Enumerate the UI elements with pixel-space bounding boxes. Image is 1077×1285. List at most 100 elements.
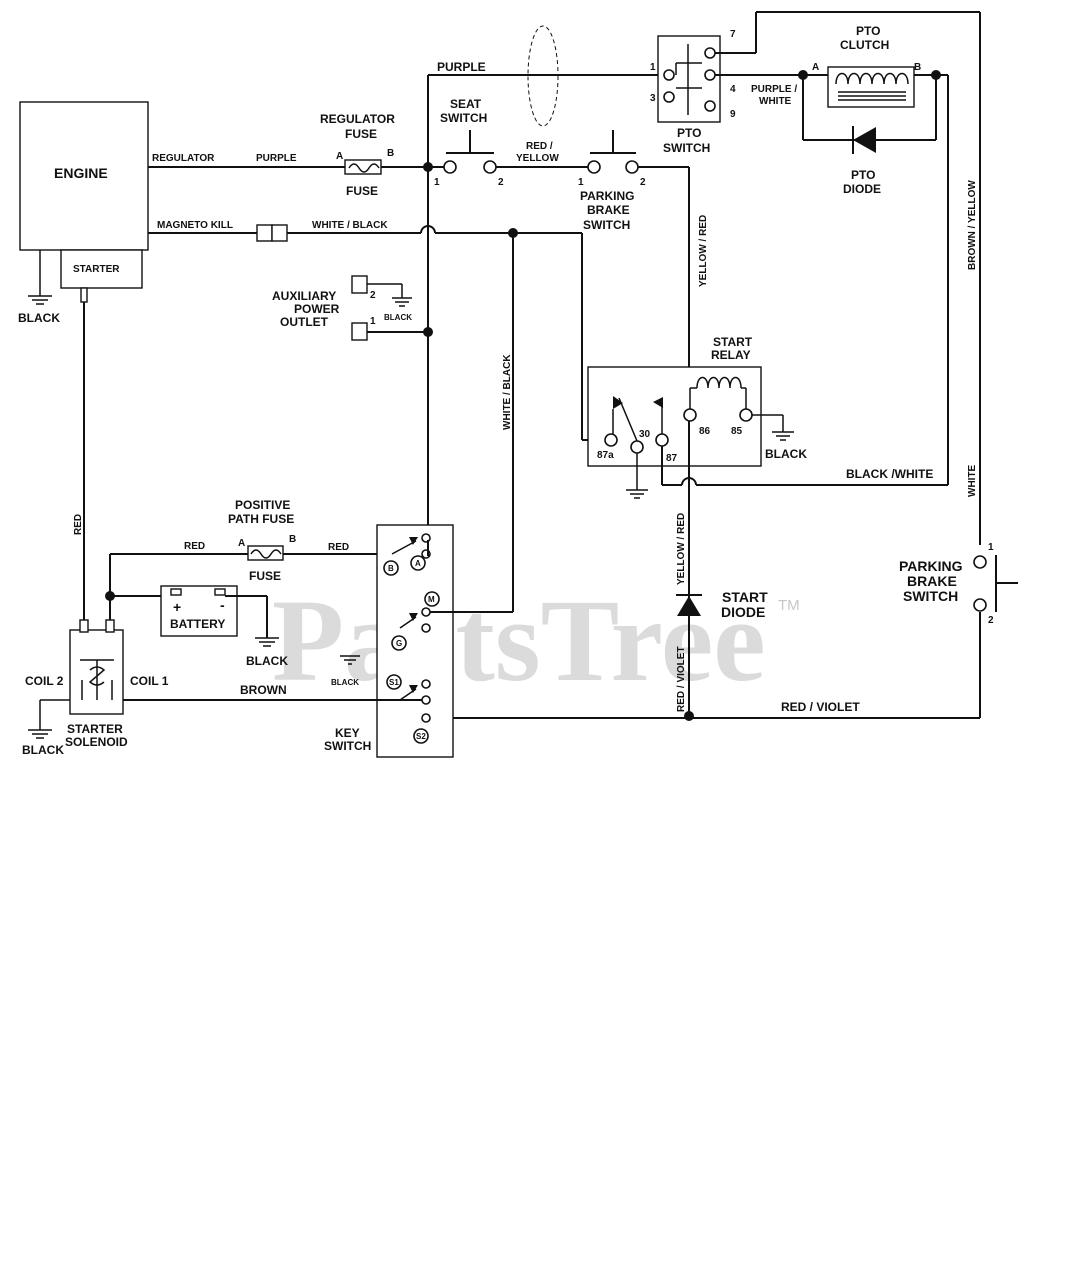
pto-diode-title-1: PTO [851,168,875,182]
key-switch: B A M G BLACK S1 S2 KEY SWITCH [324,524,513,758]
regulator-wire: REGULATOR PURPLE [148,153,345,168]
watermark-text: PartsTree [272,575,766,706]
positive-fuse-title-2: PATH FUSE [228,512,294,526]
magneto-kill-wire: MAGNETO KILL WHITE / BLACK [148,220,605,441]
pto-p4: 4 [730,84,736,95]
aux-ground-label: BLACK [384,313,412,322]
battery-plus: + [173,599,181,615]
parking-brake-top-title-2: BRAKE [587,203,630,217]
positive-fuse-a: A [238,538,245,549]
key-switch-title-1: KEY [335,726,360,740]
watermark: PartsTree TM [272,575,800,706]
regulator-purple-label: PURPLE [256,153,297,164]
magneto-wire-label: WHITE / BLACK [312,220,388,231]
positive-fuse-red-left: RED [184,541,205,552]
key-s2: S2 [416,732,426,741]
pto-clutch-title-2: CLUTCH [840,38,889,52]
watermark-tm: TM [778,597,800,614]
parking-brake-switch-top: 1 2 PARKING BRAKE SWITCH YELLOW / RED [578,130,709,410]
aux-title-2: POWER [294,302,340,316]
engine-label: ENGINE [54,165,108,181]
purple-white-label-2: WHITE [759,96,792,107]
relay-t85: 85 [731,426,743,437]
regulator-fuse-title-1: REGULATOR [320,112,395,126]
start-relay-title-1: START [713,335,753,349]
key-m: M [428,595,435,604]
coil2-label: COIL 2 [25,674,64,688]
pto-p3: 3 [650,93,656,104]
regulator-fuse-title-2: FUSE [345,127,377,141]
starter-solenoid: COIL 2 COIL 1 BLACK STARTER SOLENOID [22,619,169,757]
start-relay: START RELAY 87a 30 87 86 85 BLACK [587,335,807,499]
seat-switch-title-1: SEAT [450,97,482,111]
relay-ground-label: BLACK [765,447,807,461]
brown-yellow-label: BROWN / YELLOW [967,180,978,270]
seat-switch-t1: 1 [434,177,440,188]
starter-solenoid-title-1: STARTER [67,722,123,736]
aux-title-3: OUTLET [280,315,329,329]
yellow-red-top-label: YELLOW / RED [698,215,709,287]
pto-clutch-title-1: PTO [856,24,880,38]
aux-p2: 2 [370,290,376,301]
solenoid-ground-label: BLACK [22,743,64,757]
parking-brake-right-t1: 1 [988,542,994,553]
pto-p9: 9 [730,109,736,120]
pto-diode-title-2: DIODE [843,182,881,196]
red-yellow-label-2: YELLOW [516,153,559,164]
aux-title-1: AUXILIARY [272,289,336,303]
pto-diode: PTO DIODE [843,126,881,196]
top-purple-label: PURPLE [437,60,486,74]
start-diode-title-2: DIODE [721,604,765,620]
red-violet-horizontal-label: RED / VIOLET [781,700,860,714]
red-violet-vertical-label: RED / VIOLET [676,646,687,712]
pto-clutch-a: A [812,62,819,73]
positive-fuse-label: FUSE [249,569,281,583]
pto-clutch: PTO CLUTCH A B [798,24,949,485]
auxiliary-power-outlet: AUXILIARY POWER OUTLET 2 1 BLACK [272,275,428,341]
parking-brake-top-title-1: PARKING [580,189,634,203]
seat-switch-title-2: SWITCH [440,111,487,125]
aux-p1: 1 [370,316,376,327]
battery-minus: - [220,597,225,613]
parking-brake-right-title-1: PARKING [899,558,963,574]
red-yellow-label-1: RED / [526,141,553,152]
pto-clutch-b: B [914,62,921,73]
regulator-fuse-b: B [387,148,394,159]
key-s1: S1 [389,678,399,687]
seat-switch: SEAT SWITCH 1 2 [428,97,588,188]
parking-brake-right-title-3: SWITCH [903,588,958,604]
white-vertical-label: WHITE [967,464,978,497]
relay-t86: 86 [699,426,711,437]
positive-fuse-title-1: POSITIVE [235,498,290,512]
regulator-label: REGULATOR [152,153,215,164]
parking-brake-right-title-2: BRAKE [907,573,957,589]
positive-path-fuse: POSITIVE PATH FUSE A B FUSE RED RED [110,498,405,583]
key-switch-title-2: SWITCH [324,739,371,753]
parking-brake-top-title-3: SWITCH [583,218,630,232]
positive-fuse-red-right: RED [328,542,349,553]
engine: ENGINE STARTER BLACK [18,101,149,325]
white-black-vertical-label: WHITE / BLACK [502,354,513,430]
pto-switch-title-2: SWITCH [663,141,710,155]
relay-t30: 30 [639,429,651,440]
purple-white-label-1: PURPLE / [751,84,797,95]
pto-p1: 1 [650,62,656,73]
battery-label: BATTERY [170,617,225,631]
seat-switch-t2: 2 [498,177,504,188]
key-a: A [415,559,421,568]
parking-brake-top-t2: 2 [640,177,646,188]
start-diode-branch: YELLOW / RED START DIODE RED / VIOLET [676,421,768,721]
starter-box [60,249,143,289]
brown-label: BROWN [240,683,287,697]
relay-t87a: 87a [597,450,614,461]
magneto-kill-label: MAGNETO KILL [157,220,233,231]
yellow-red-low-label: YELLOW / RED [676,513,687,585]
regulator-fuse-a: A [336,151,343,162]
parking-brake-top-t1: 1 [578,177,584,188]
parking-brake-switch-right: 1 2 PARKING BRAKE SWITCH [899,542,1018,626]
start-relay-title-2: RELAY [711,348,751,362]
pto-p7: 7 [730,29,736,40]
key-g: G [396,639,402,648]
